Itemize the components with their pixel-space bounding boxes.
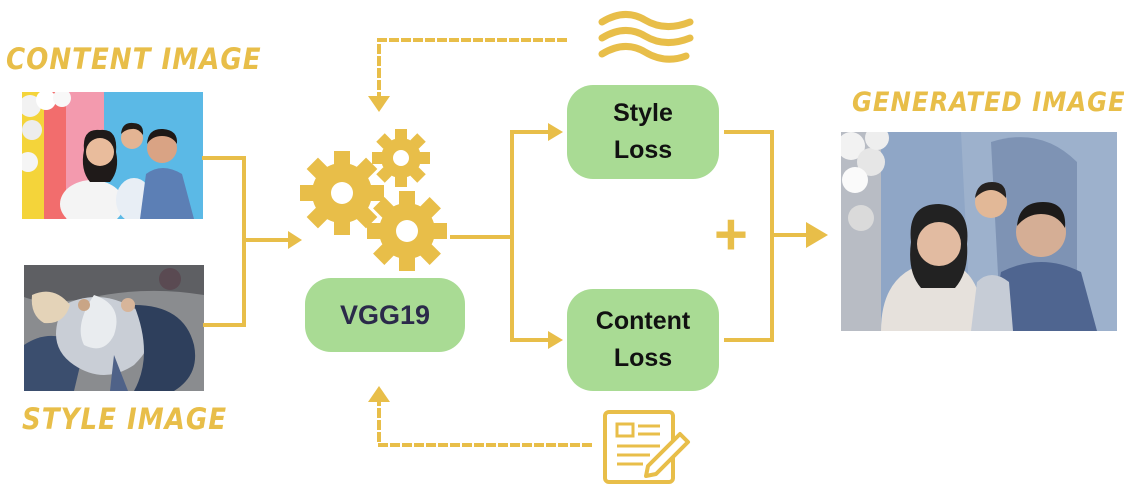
generated-image-label: GENERATED IMAGE: [852, 87, 1124, 118]
plus-sign: +: [714, 202, 748, 267]
style-image: [24, 265, 204, 391]
arrow-head-content-loss: [548, 331, 563, 349]
loss-branch-line: [510, 130, 554, 342]
waves-icon: [598, 11, 694, 63]
arrow-head-style-loss: [548, 123, 563, 141]
content-loss-box: Content Loss: [567, 289, 719, 391]
document-pencil-icon: [603, 410, 690, 484]
content-feedback-line: [377, 398, 592, 447]
gears-icon: [300, 129, 447, 271]
vgg19-box: VGG19: [305, 278, 465, 352]
style-feedback-line: [377, 38, 567, 98]
content-image-label: CONTENT IMAGE: [6, 42, 262, 76]
content-loss-label: Content Loss: [595, 307, 691, 372]
style-image-label: STYLE IMAGE: [22, 402, 228, 436]
style-loss-box: Style Loss: [567, 85, 719, 179]
content-image: [22, 92, 203, 219]
input-merge-line: [202, 156, 246, 327]
arrow-head-feedback-up: [368, 386, 390, 402]
generated-image: [841, 132, 1117, 331]
arrow-head-vgg: [288, 231, 302, 249]
arrow-head-output: [806, 222, 828, 248]
style-loss-label: Style Loss: [613, 99, 673, 164]
vgg19-label: VGG19: [339, 299, 431, 330]
arrow-head-feedback-down: [368, 96, 390, 112]
